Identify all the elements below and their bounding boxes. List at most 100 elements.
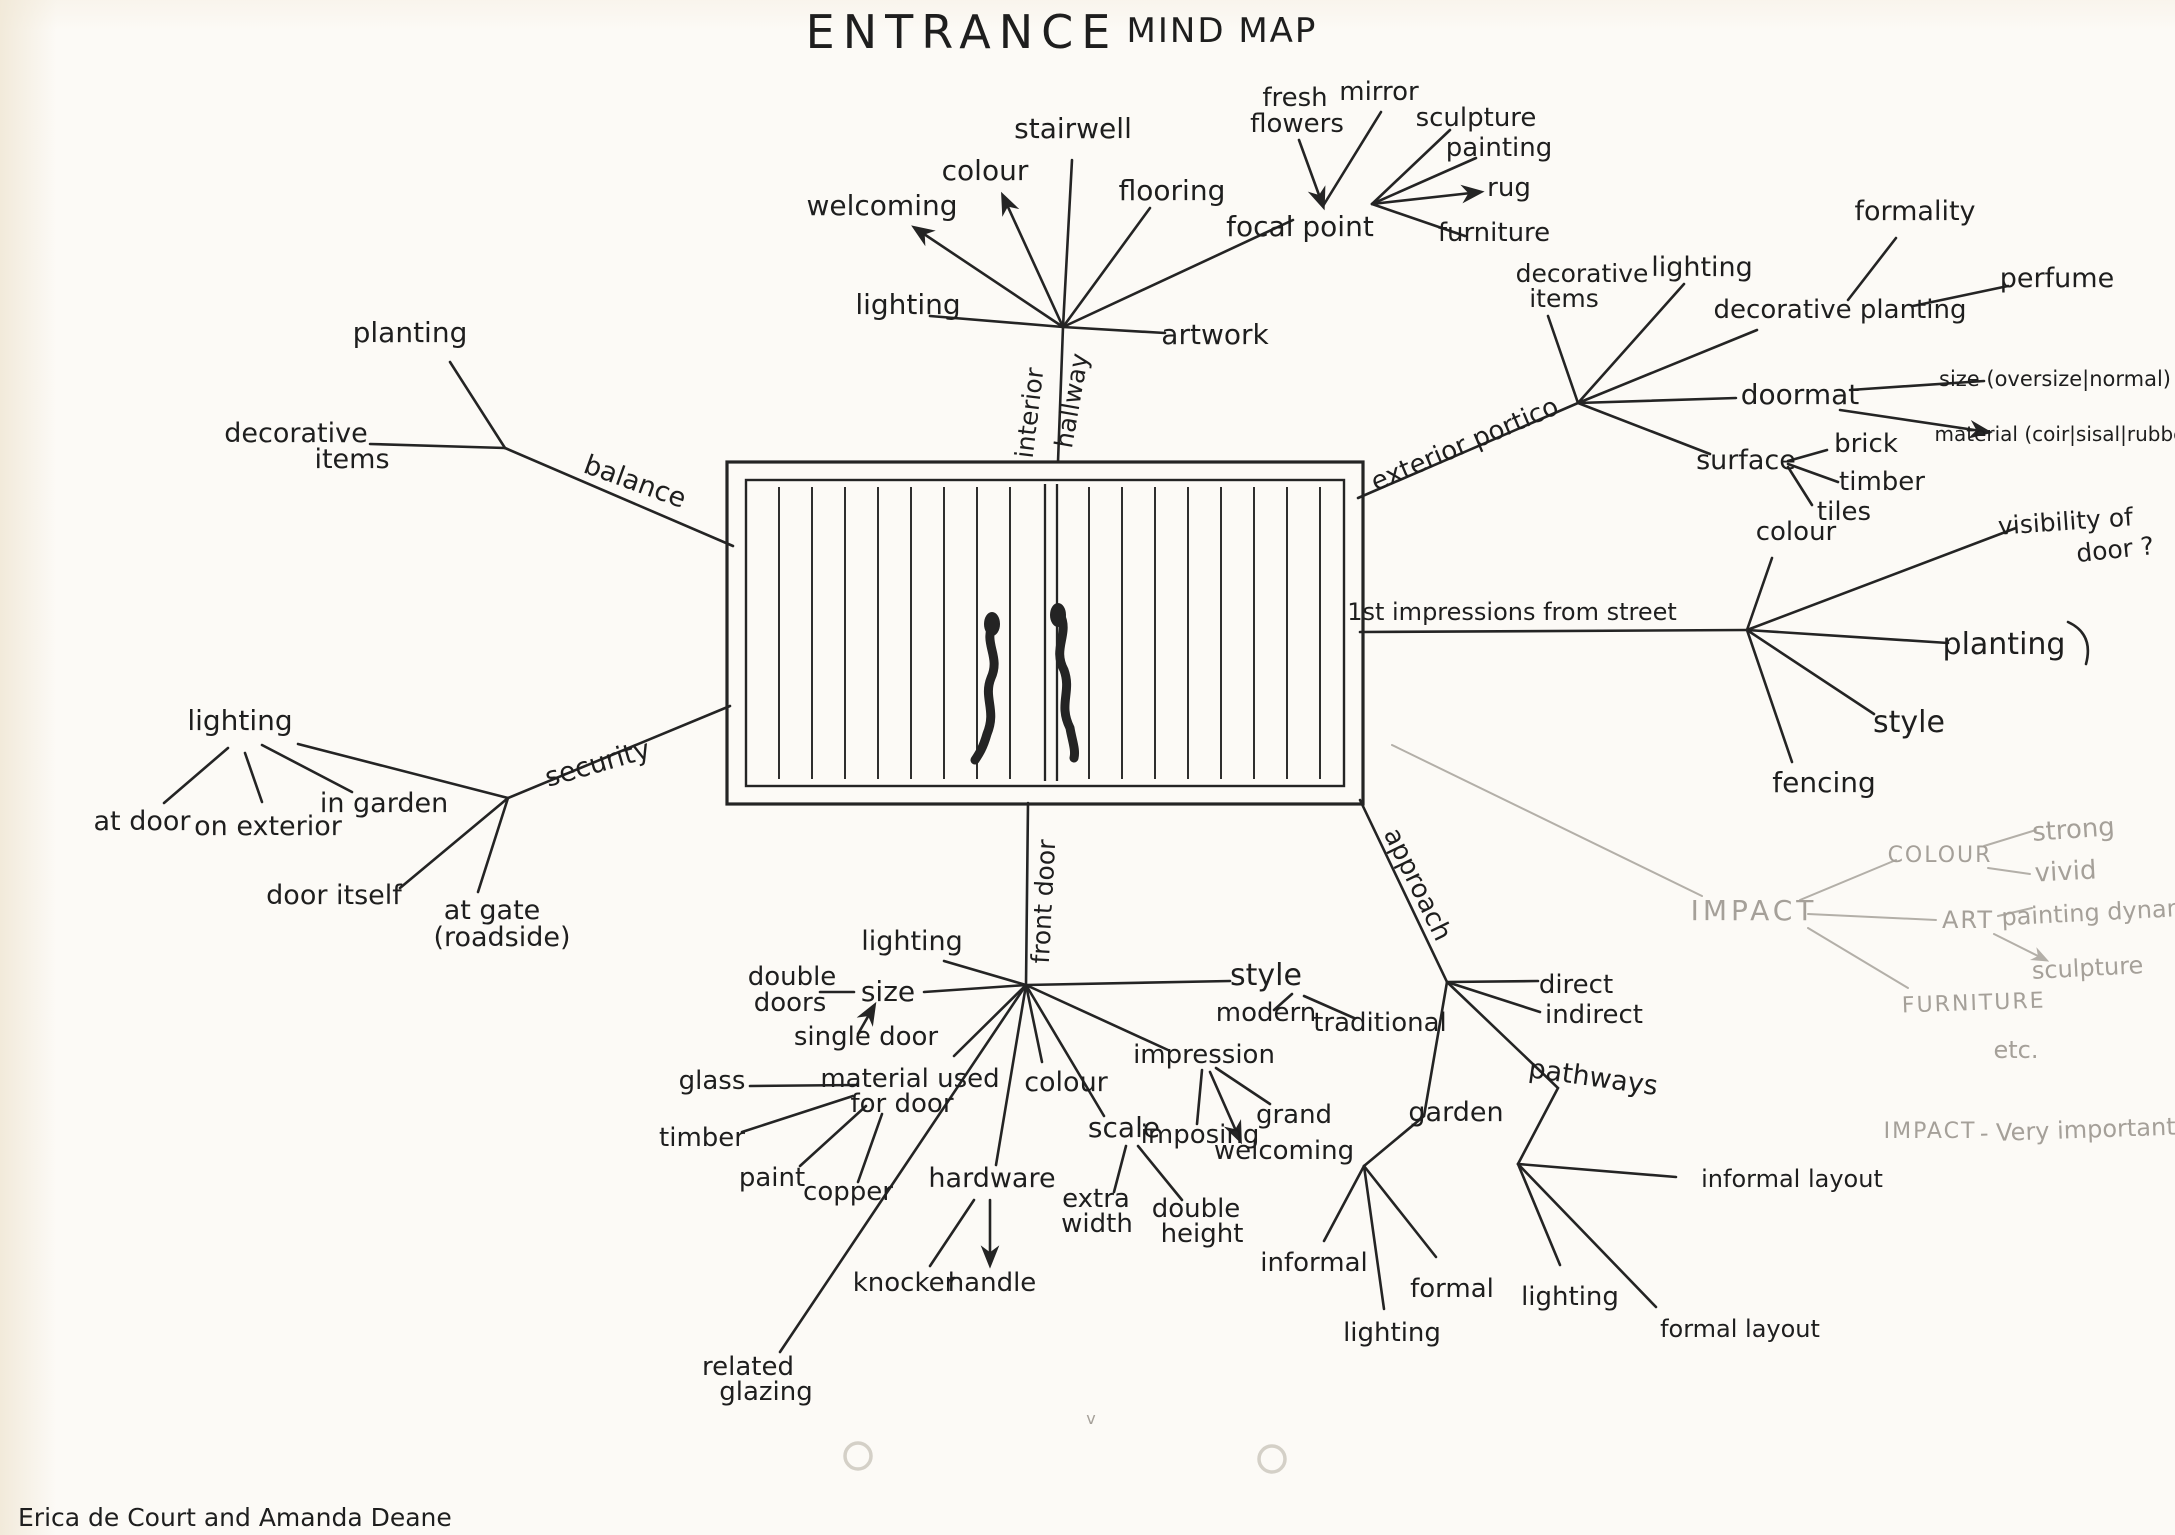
edge-82 — [1983, 829, 2037, 847]
label-formality-22: formality — [1854, 196, 1975, 227]
edge-10 — [1370, 128, 1452, 206]
label-doormat-24: doormat — [1741, 378, 1859, 411]
label-on-exterior-56: on exterior — [194, 811, 343, 842]
edge-84 — [1807, 913, 1937, 921]
label-colour-74: colour — [1024, 1067, 1108, 1098]
edge-85 — [1997, 907, 2033, 917]
edge-3 — [1061, 206, 1152, 329]
edge-75 — [1516, 1162, 1562, 1267]
label-hardware-80: hardware — [928, 1163, 1055, 1194]
edge-0 — [911, 225, 1065, 329]
door-handle-icon-1 — [1055, 609, 1079, 763]
label-rug-14: rug — [1487, 173, 1531, 203]
label-etc-47: etc. — [1994, 1036, 2039, 1064]
edge-44 — [1024, 801, 1030, 987]
edge-18 — [1846, 236, 1898, 302]
label-door-35: door ? — [2075, 531, 2156, 568]
label-strong-41: strong — [2031, 812, 2116, 848]
label-focal-point-8: focal point — [1226, 210, 1374, 243]
label-security-61: security — [542, 734, 654, 794]
edge-87 — [1807, 927, 1909, 989]
edge-42 — [398, 796, 510, 890]
label-traditional-91: traditional — [1313, 1008, 1447, 1038]
edge-81 — [1799, 859, 1897, 901]
label-style-37: style — [1873, 705, 1945, 740]
label-furniture-46: FURNITURE — [1902, 989, 2047, 1019]
label-roadside-60: (roadside) — [433, 922, 570, 953]
edge-15 — [1546, 314, 1580, 405]
edge-60 — [1208, 1070, 1242, 1145]
label-lighting-20: lighting — [1651, 252, 1753, 283]
label-exterior-portico-31: exterior portico — [1367, 392, 1563, 498]
label-interior-16: interior — [1010, 365, 1050, 459]
edge-11 — [1370, 156, 1478, 206]
edge-35 — [448, 360, 507, 450]
edge-49 — [952, 983, 1028, 1058]
edge-26 — [1786, 465, 1814, 507]
label-indirect-94: indirect — [1545, 1000, 1643, 1030]
edge-69 — [1358, 798, 1449, 984]
edge-19 — [1911, 284, 2010, 308]
label-size-oversize-normal-25: size (oversize|normal) — [1939, 367, 2171, 392]
edge-38 — [296, 742, 510, 800]
edge-48 — [856, 1001, 877, 1036]
edge-73 — [1516, 1162, 1678, 1179]
edge-64 — [1302, 994, 1356, 1020]
label-impression-85: impression — [1133, 1040, 1275, 1070]
edge-29 — [1745, 526, 2018, 632]
edge-45 — [942, 959, 1028, 987]
branch-lines — [162, 110, 2090, 1354]
door-outer-frame — [725, 460, 1365, 806]
label-door-itself-58: door itself — [266, 880, 403, 911]
label-direct-93: direct — [1539, 970, 1613, 1000]
label-very-important-49: - Very important — [1979, 1113, 2175, 1148]
label-impact-39: IMPACT — [1691, 894, 1818, 927]
label-stairwell-4: stairwell — [1014, 112, 1132, 145]
edge-58 — [1024, 983, 1170, 1052]
label-single-door-67: single door — [794, 1022, 939, 1052]
label-grand-87: grand — [1256, 1100, 1332, 1130]
label-flowers-10: flowers — [1250, 109, 1344, 139]
hole-punch-0 — [843, 1441, 873, 1471]
label-mirror-11: mirror — [1339, 77, 1419, 107]
label-fresh-9: fresh — [1262, 83, 1327, 113]
label-welcoming-2: welcoming — [806, 189, 957, 222]
edge-7 — [1056, 325, 1065, 464]
label-painting-13: painting — [1446, 133, 1553, 163]
edge-23 — [1576, 401, 1712, 456]
label-glazing-84: glazing — [719, 1377, 813, 1407]
label-knocker-81: knocker — [853, 1268, 956, 1298]
label-entrance-0: ENTRANCE — [806, 5, 1119, 59]
edge-77 — [1322, 1164, 1366, 1243]
label-items-52: items — [314, 444, 389, 475]
edge-70 — [1445, 979, 1540, 984]
label-material-used-70: material used — [820, 1064, 999, 1094]
label-perfume-23: perfume — [2000, 263, 2114, 294]
label-width-77: width — [1061, 1209, 1133, 1239]
edge-41 — [260, 743, 354, 794]
label-double-64: double — [748, 962, 837, 992]
edge-30 — [1745, 628, 1950, 645]
label-handle-82: handle — [948, 1268, 1037, 1298]
edge-9 — [1321, 110, 1383, 208]
edge-20 — [1576, 396, 1738, 405]
edge-71 — [1445, 980, 1542, 1014]
label-fencing-38: fencing — [1772, 766, 1876, 799]
label-at-gate-59: at gate — [444, 895, 541, 926]
label-mind-map-1: MIND MAP — [1127, 11, 1318, 51]
edge-61 — [1214, 1066, 1272, 1106]
edge-66 — [928, 1198, 976, 1268]
edge-31 — [1745, 628, 1876, 716]
label-colour-3: colour — [942, 154, 1029, 187]
label-formal-layout-102: formal layout — [1660, 1315, 1820, 1343]
edge-59 — [1195, 1068, 1204, 1126]
label-planting-50: planting — [353, 316, 468, 349]
label-erica-de-court-and-amanda-deane-104: Erica de Court and Amanda Deane — [18, 1503, 452, 1532]
label-lighting-54: lighting — [187, 704, 292, 737]
edge-74 — [1516, 1162, 1658, 1309]
label-impact-48: IMPACT — [1884, 1119, 1977, 1144]
label-informal-layout-101: informal layout — [1701, 1165, 1883, 1193]
edge-80 — [1391, 744, 1703, 897]
door-handle-head-1 — [1050, 603, 1066, 627]
